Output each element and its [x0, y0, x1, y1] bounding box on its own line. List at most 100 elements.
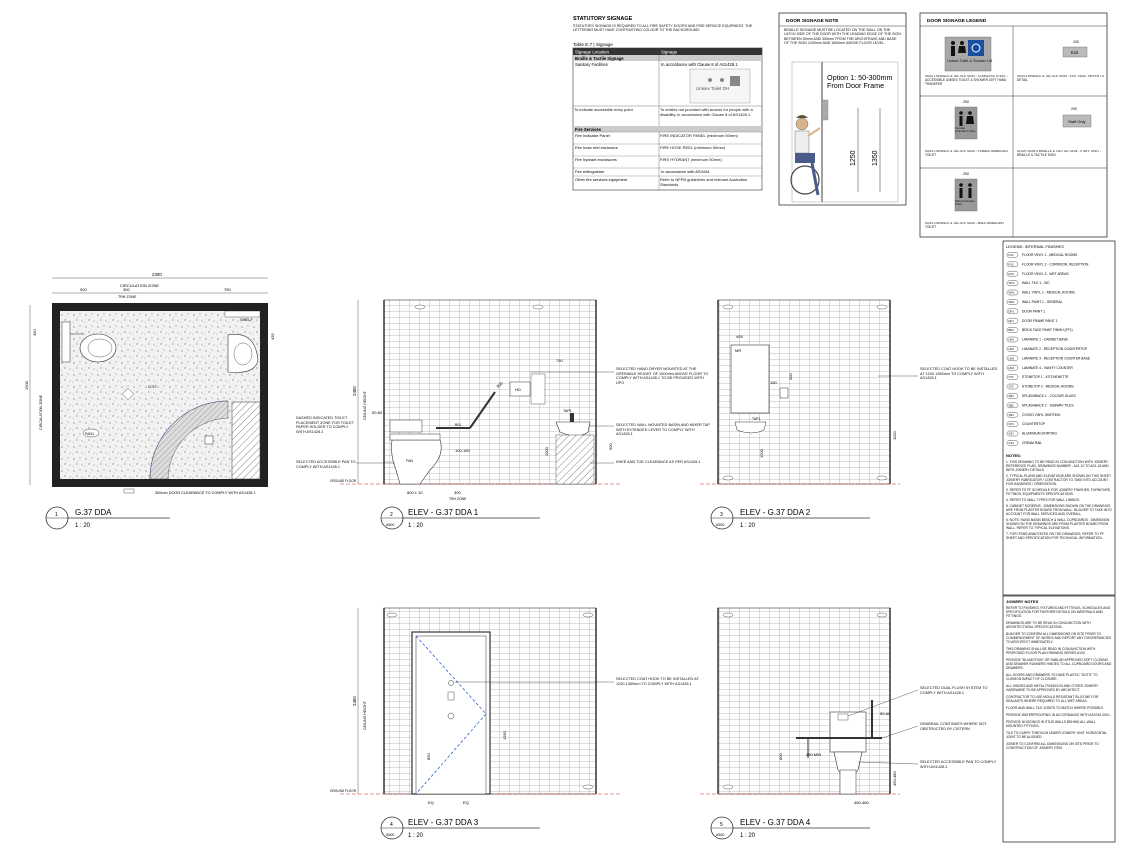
mirror: [730, 344, 770, 414]
elev2-note-coat: SELECTED COAT HOOK TO BE INSTALLED AT 12…: [920, 367, 998, 380]
row-hose-val: FIRE HOSE REEL (minimum 50mm): [660, 145, 726, 150]
door-option1: Option 1: 50-300mm: [827, 73, 893, 82]
finish-code-tag: [1006, 271, 1019, 277]
finish-code: DP1: [1009, 309, 1015, 313]
door-signage-note-panel: DOOR SIGNAGE NOTE BRAILLE SIGNAGE MUST B…: [778, 12, 907, 206]
sign5-note: DOOR SIGN 5 BRAILLE & TACTILE SIGN - STA…: [1017, 150, 1102, 157]
finish-code-tag: [1006, 355, 1019, 361]
elev2-num: 3: [720, 512, 723, 518]
elev3-d1350: 1350: [502, 730, 507, 740]
elev3-eq2: EQ: [463, 800, 469, 805]
finish-label: DOOR PAINT 1: [1022, 309, 1045, 313]
finish-code-tag: [1006, 318, 1019, 324]
finish-label: STONETOP 1 - KITCHENETTE: [1022, 375, 1069, 379]
statutory-heading: STATUTORY SIGNAGE: [573, 16, 633, 22]
col-location: Signage Location: [575, 50, 609, 55]
finish-code-tag: [1006, 430, 1019, 437]
joinery-note: FLOOR AND WALL TILE JOINTS TO MATCH WHER…: [1006, 706, 1105, 710]
plan-g37: 2300 CIRCULATION ZONE 900 300 TRH ZONE 7…: [24, 272, 275, 530]
finish-label: FLOOR VINYL 2 - CORRIDOR, RECEPTION: [1022, 262, 1089, 266]
elev4-d450: 450 MIN: [806, 752, 821, 757]
elev2-sheet: A500: [716, 523, 724, 527]
finish-code: WV1: [1009, 291, 1016, 295]
sign3-dim: 250: [963, 172, 969, 176]
plan-circulation-side: CIRCULATION ZONE: [39, 394, 43, 430]
elev2-title: ELEV - G.37 DDA 2: [740, 508, 811, 517]
row-entry: To indicate accessible entry point: [574, 107, 633, 112]
elev1-d900: 900: [608, 443, 613, 450]
elev1-fan: FAN: [406, 459, 413, 463]
finish-code-tag: [1006, 261, 1019, 267]
sign1-text: Unisex Toilet & Shower Lift: [947, 59, 993, 63]
finish-note: 5. CABINET SCREENS - DIMENSIONS SHOWN ON…: [1006, 504, 1112, 516]
plan-num: 1: [55, 512, 58, 518]
elev1-note-knee: KNEE AND TOE CLEARANCE AS PER AS1428.1: [616, 460, 701, 464]
door-dim2: 1350: [872, 150, 879, 166]
finish-code-tag: [1006, 336, 1019, 343]
row-sanitary-val: In accordance with Clause 8 of AS1428.1: [661, 62, 738, 67]
elev2-d405: 405: [736, 334, 743, 339]
elevation-2: MR TAP1 405 150 900 1200 1100 SELECTED C…: [700, 299, 998, 530]
elev1-trh: TRH ZONE: [449, 497, 467, 501]
finish-code: AS1: [1009, 432, 1015, 436]
elev3-ceiling: CEILING HEIGHT: [363, 700, 367, 730]
elev2-d1100: 1100: [892, 431, 897, 440]
door-note-text: BRAILLE SIGNAGE MUST BE LOCATED ON THE W…: [784, 28, 901, 46]
finish-code-tag: [1006, 440, 1019, 446]
finish-label: SPLASHBACK 2 - SUBWAY TILES: [1022, 403, 1074, 407]
flush-plate: [837, 713, 849, 721]
elev2-d900: 900: [788, 373, 793, 380]
row-hose: Fire hose reel enclosure: [575, 145, 619, 150]
joinery-notes-list: REFER TO FINISHES, FIXTURES AND FITTINGS…: [1006, 606, 1113, 750]
elev1-b01: B01: [455, 423, 461, 427]
joinery-note: CONTRACTOR TO USE MOULD RESISTANT SILICO…: [1006, 695, 1099, 703]
finish-code: SB1: [1009, 394, 1015, 398]
finish-label: LAMINATE 2 - RECEPTION COUNTERTOP: [1022, 347, 1088, 351]
row-entry-val: To entries not provided with access for …: [660, 107, 753, 117]
sign2-text: Female Ambulant Toilet: [955, 127, 976, 134]
elev1-hd: HD: [515, 387, 521, 392]
finish-code: LM3: [1009, 356, 1015, 360]
statutory-intro: STATUTORY SIGNAGE IS REQUIRED TO ALL FIR…: [573, 24, 753, 33]
finish-label: WALL VINYL 1 - MEDICAL ROOMS: [1022, 291, 1075, 295]
elev2-scale: 1 : 20: [740, 523, 756, 529]
door-option2: From Door Frame: [827, 81, 884, 90]
finish-code-tag: [1006, 308, 1019, 314]
plan-shelf: SHELF: [240, 317, 253, 322]
elev3-scale: 1 : 20: [408, 833, 424, 839]
finish-code: BR1: [1009, 328, 1015, 332]
plan-dim435: 435: [270, 333, 275, 340]
finish-code: LM2: [1009, 347, 1015, 351]
sign4-text: Exit: [1071, 50, 1079, 55]
finish-code: FV3: [1009, 272, 1015, 276]
joinery-notes-panel: JOINERY NOTES REFER TO FINISHES, FIXTURE…: [1002, 595, 1116, 843]
elev3-ground: GROUND FLOOR: [330, 789, 357, 793]
row-hydrant: Fire hydrant enclosures: [575, 157, 617, 162]
row-fip-val: FIRE INDICATOR PANEL (minimum 50mm): [660, 133, 738, 138]
finish-code: LM1: [1009, 338, 1015, 342]
sign4: [1062, 46, 1088, 58]
finish-note: 6. NOTE: HAND BASIN BENCH & WALL CUPBOAR…: [1006, 518, 1110, 530]
joinery-note: REFER TO FINISHES, FIXTURES AND FITTINGS…: [1006, 606, 1111, 618]
elev3-d850: 850: [426, 753, 431, 760]
finish-code: FV2: [1009, 262, 1015, 266]
door-swing-dashed: [415, 635, 487, 795]
sign5-text: Staff Only: [1068, 119, 1086, 124]
elev1-tap: TAP1: [563, 409, 572, 413]
female-toilet-icon: [959, 111, 974, 126]
elev1-note-dryer: SELECTED HAND DRYER MOUNTED AT THE OPERA…: [616, 367, 709, 385]
elev1-d800b: 800 ± 10: [407, 490, 423, 495]
elev1-d5060: 50-60: [372, 410, 383, 415]
elev3-h2400: 2400: [352, 696, 357, 706]
elev4-sheet: A500: [716, 833, 724, 837]
joinery-note: THIS DRAWING SHALL BE READ IN CONJUNCTIO…: [1006, 647, 1096, 655]
elev1-ceiling: CEILING HEIGHT: [363, 390, 367, 420]
finish-label: CREAM RAIL: [1022, 441, 1042, 445]
finish-code-tag: [1006, 252, 1019, 258]
joinery-note: ALL HINGES AND METAL FIXINGS IN AND OTHE…: [1006, 684, 1099, 692]
plan-door-note: 300mm DOOR CLEARANCE TO COMPLY WITH AS14…: [155, 491, 256, 495]
sign4-note: SIGN 4 BRAILLE & TACTILE SIGN - EXIT SIG…: [1017, 75, 1105, 82]
elev1-d300: 300: [454, 490, 461, 495]
finish-code: ST1: [1009, 375, 1015, 379]
